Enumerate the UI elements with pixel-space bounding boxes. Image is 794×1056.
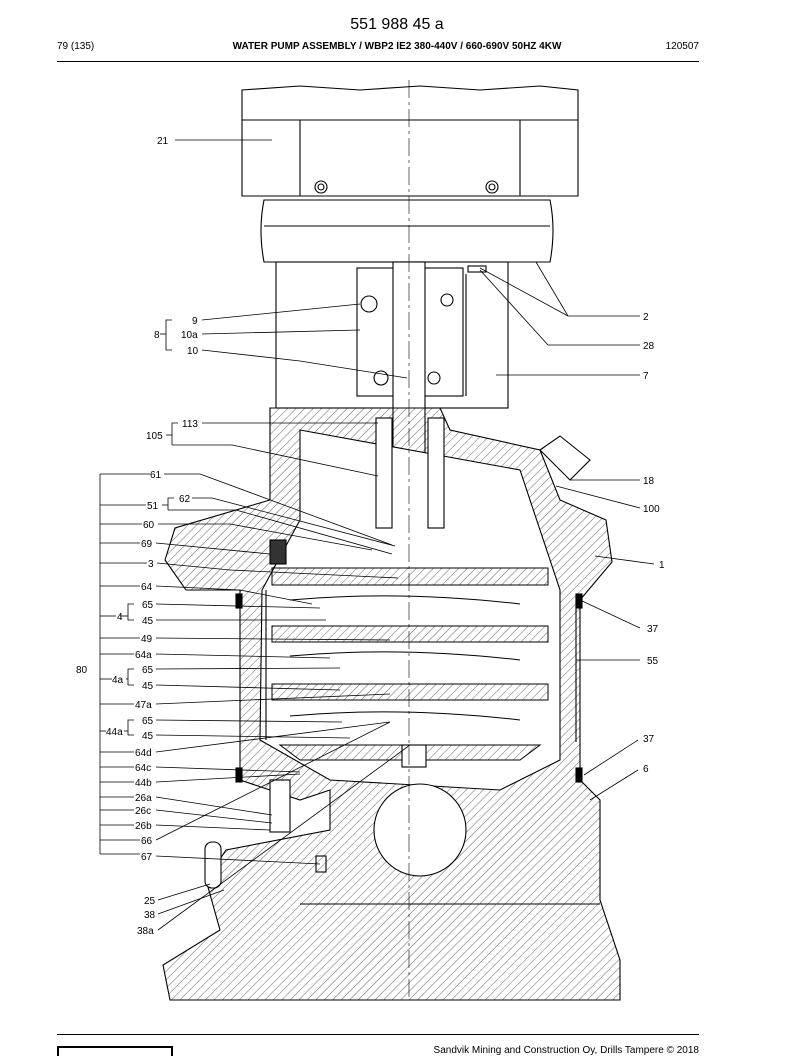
callout-label: 1 <box>659 560 665 571</box>
callout-label: 60 <box>143 520 155 531</box>
callout-label: 105 <box>146 431 163 442</box>
page-reference: 79 (135) <box>57 41 95 52</box>
callout-label: 26c <box>135 806 151 817</box>
callout-label: 18 <box>643 476 655 487</box>
callout-label: 4 <box>117 612 123 623</box>
callout-label: 7 <box>643 371 649 382</box>
pump-body <box>162 85 621 1001</box>
callout-label: 10a <box>181 330 198 341</box>
callouts-left: 21 9 8 10a 10 113 105 61 62 51 60 69 3 6… <box>76 136 199 937</box>
company-logo <box>57 1046 173 1056</box>
callout-label: 65 <box>142 665 154 676</box>
footer-rule <box>57 1034 699 1035</box>
callout-label: 2 <box>643 312 649 323</box>
callout-label: 21 <box>157 136 169 147</box>
callout-label: 64 <box>141 582 153 593</box>
callout-label: 6 <box>643 764 649 775</box>
callout-label: 25 <box>144 896 156 907</box>
callout-label: 26a <box>135 793 152 804</box>
callout-label: 45 <box>142 681 154 692</box>
callouts-right: 2 28 7 18 100 1 37 55 37 6 <box>643 312 665 775</box>
callout-label: 4a <box>112 675 124 686</box>
callout-label: 65 <box>142 716 154 727</box>
callout-label: 64c <box>135 763 151 774</box>
callout-label: 80 <box>76 665 88 676</box>
callout-label: 37 <box>647 624 659 635</box>
callout-label: 10 <box>187 346 199 357</box>
callout-label: 66 <box>141 836 153 847</box>
callout-label: 45 <box>142 731 154 742</box>
callout-label: 47a <box>135 700 152 711</box>
callout-label: 26b <box>135 821 152 832</box>
callout-label: 45 <box>142 616 154 627</box>
document-code: 120507 <box>665 41 699 52</box>
callout-label: 9 <box>192 316 198 327</box>
callout-label: 8 <box>154 330 160 341</box>
callout-label: 51 <box>147 501 159 512</box>
callout-label: 44a <box>106 727 123 738</box>
leader-lines <box>99 139 655 931</box>
callout-label: 62 <box>179 494 191 505</box>
document-title: WATER PUMP ASSEMBLY / WBP2 IE2 380-440V … <box>232 41 562 52</box>
callout-label: 28 <box>643 341 655 352</box>
callout-label: 64a <box>135 650 152 661</box>
callout-label: 55 <box>647 656 659 667</box>
callout-label: 64d <box>135 748 152 759</box>
callout-label: 3 <box>148 559 154 570</box>
callout-label: 100 <box>643 504 660 515</box>
callout-label: 44b <box>135 778 152 789</box>
footer-copyright: Sandvik Mining and Construction Oy, Dril… <box>433 1045 699 1056</box>
callout-label: 65 <box>142 600 154 611</box>
callout-label: 49 <box>141 634 153 645</box>
header-rule <box>57 61 699 62</box>
callout-label: 113 <box>182 419 198 430</box>
callout-label: 38a <box>137 926 154 937</box>
callout-label: 38 <box>144 910 156 921</box>
callout-label: 61 <box>150 470 162 481</box>
callout-label: 67 <box>141 852 153 863</box>
doc-number: 551 988 45 a <box>350 16 444 33</box>
callout-label: 37 <box>643 734 655 745</box>
callout-label: 69 <box>141 539 153 550</box>
